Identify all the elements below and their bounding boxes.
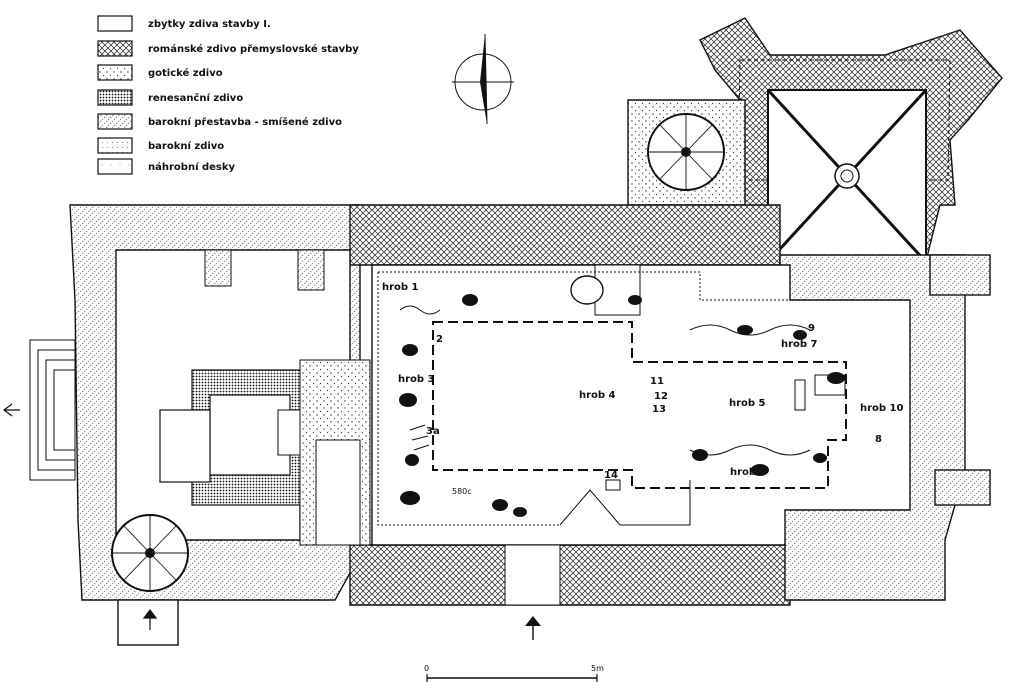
legend-swatch [97, 113, 133, 130]
label-13: 13 [652, 404, 666, 415]
label-hrob-6: hrob 6 [730, 467, 767, 478]
label-12: 12 [654, 391, 668, 402]
legend-item-barokni-prestavba: barokní přestavba - smíšené zdivo [97, 113, 342, 130]
west-entrance-steps [3, 339, 76, 481]
label-hrob-3: hrob 3 [398, 374, 435, 385]
legend-item-stavba-i: zbytky zdiva stavby I. [97, 15, 271, 32]
legend-swatch [97, 158, 133, 175]
legend-label: románské zdivo přemyslovské stavby [148, 43, 359, 55]
legend-label: náhrobní desky [148, 161, 236, 173]
stair-turret-sw [111, 514, 189, 646]
legend-item-nahrobni: náhrobní desky [97, 158, 236, 175]
legend-label: barokní zdivo [148, 140, 224, 152]
label-9: 9 [808, 323, 815, 334]
label-2: 2 [436, 334, 443, 345]
legend-label: renesanční zdivo [148, 92, 243, 104]
legend: zbytky zdiva stavby I. románské zdivo př… [97, 15, 359, 175]
legend-item-romanske: románské zdivo přemyslovské stavby [97, 40, 359, 57]
label-11: 11 [650, 376, 664, 387]
label-hrob-7: hrob 7 [781, 339, 818, 350]
legend-item-goticke: gotické zdivo [97, 64, 223, 81]
label-hrob-10: hrob 10 [860, 403, 904, 414]
label-hrob-1: hrob 1 [382, 282, 419, 293]
legend-swatch [97, 40, 133, 57]
scale-zero: 0 [424, 664, 429, 673]
legend-label: gotické zdivo [148, 67, 223, 79]
legend-item-barokni: barokní zdivo [97, 137, 224, 154]
legend-label: zbytky zdiva stavby I. [148, 19, 271, 30]
stair-turret-ne [627, 99, 746, 206]
south-entrance-arrow-icon [525, 616, 541, 640]
legend-item-renesancni: renesanční zdivo [97, 89, 243, 106]
legend-swatch [97, 89, 133, 106]
scale-five: 5m [591, 664, 604, 673]
interior-rooms [115, 249, 911, 606]
label-3a: 3a [426, 426, 440, 437]
entrance-arrow-icon [3, 403, 20, 417]
north-east-tower [699, 17, 1003, 266]
plan-labels: hrob 1 2 hrob 3 3a hrob 4 11 12 13 hrob … [382, 282, 904, 496]
pyramid-roof-icon [766, 88, 928, 264]
label-hrob-4: hrob 4 [579, 390, 616, 401]
label-14: 14 [604, 470, 618, 481]
legend-swatch [97, 64, 133, 81]
scale-bar: 0 5m [424, 664, 604, 682]
label-hrob-5: hrob 5 [729, 398, 766, 409]
label-580c: 580c [452, 487, 472, 496]
legend-label: barokní přestavba - smíšené zdivo [148, 116, 342, 128]
excavation-area [377, 271, 847, 526]
legend-swatch [97, 15, 133, 32]
entrance-arrow-icon [142, 609, 158, 630]
legend-swatch [97, 137, 133, 154]
north-arrow-icon [452, 33, 514, 125]
label-8: 8 [875, 434, 882, 445]
